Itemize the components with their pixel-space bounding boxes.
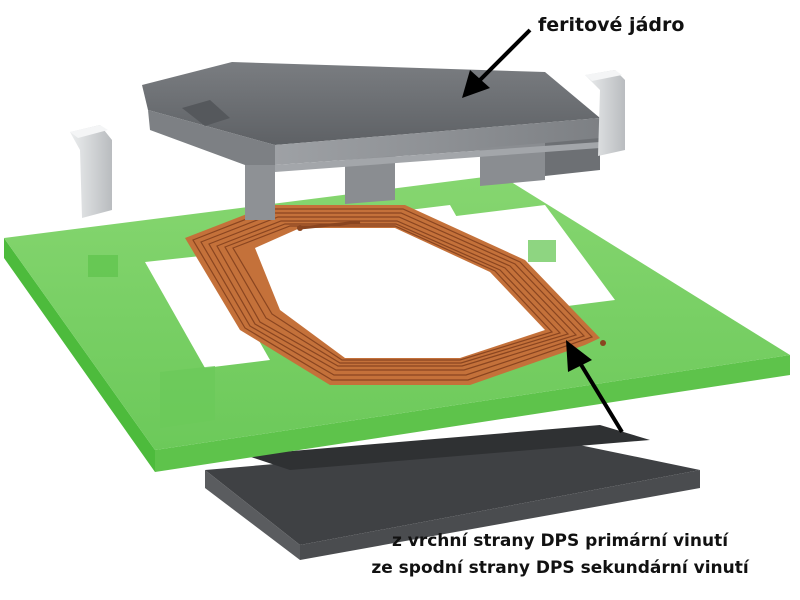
pcb-slot-right	[440, 205, 615, 312]
winding-note: z vrchní strany DPS primární vinutí ze s…	[0, 528, 800, 582]
left-clip	[70, 125, 112, 218]
arrow-pointer-icon	[566, 340, 624, 434]
pcb-slot-left	[145, 255, 270, 368]
primary-winding-copper	[185, 205, 606, 385]
ferrite-core-label: feritové jádro	[538, 14, 685, 36]
winding-note-line2: ze spodní strany DPS sekundární vinutí	[371, 558, 749, 578]
arrow-pointer-icon	[462, 28, 532, 98]
top-ferrite-core	[142, 62, 600, 220]
winding-note-line1: z vrchní strany DPS primární vinutí	[391, 531, 729, 551]
right-clip	[585, 70, 625, 156]
bottom-ferrite-core	[205, 425, 700, 560]
